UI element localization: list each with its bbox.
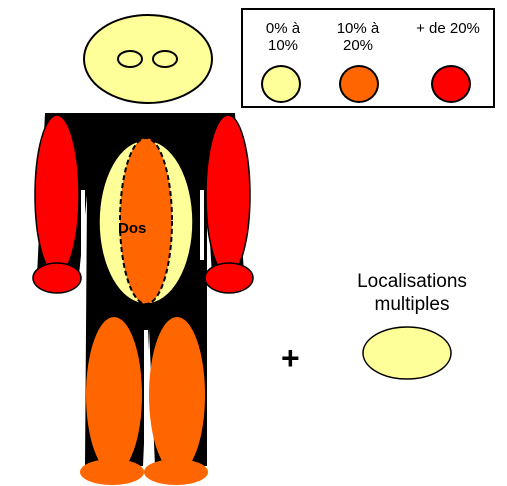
- right-arm: [205, 114, 251, 276]
- legend: 0% à 10% 10% à 20% + de 20%: [241, 8, 495, 108]
- right-eye: [152, 50, 178, 68]
- back-label: Dos: [118, 220, 147, 237]
- multiple-locations-label: Localisations multiples: [357, 271, 467, 315]
- legend-swatch-high: [431, 65, 471, 103]
- left-hand: [32, 262, 82, 294]
- head: [83, 14, 213, 104]
- legend-swatch-mid: [339, 65, 379, 103]
- left-arm: [34, 114, 80, 276]
- right-hand: [204, 262, 254, 294]
- legend-swatch-low: [261, 65, 301, 103]
- legend-label-low: 0% à 10%: [265, 20, 301, 54]
- back-inner: [119, 137, 173, 305]
- plus-sign: +: [281, 340, 300, 376]
- legend-label-mid: 10% à 20%: [336, 20, 380, 54]
- multiple-locations-shape: [362, 326, 452, 380]
- right-foot: [144, 459, 208, 485]
- left-eye: [117, 50, 143, 68]
- legend-label-high: + de 20%: [416, 20, 480, 37]
- left-foot: [80, 459, 144, 485]
- left-leg: [86, 317, 142, 473]
- right-leg: [149, 317, 205, 473]
